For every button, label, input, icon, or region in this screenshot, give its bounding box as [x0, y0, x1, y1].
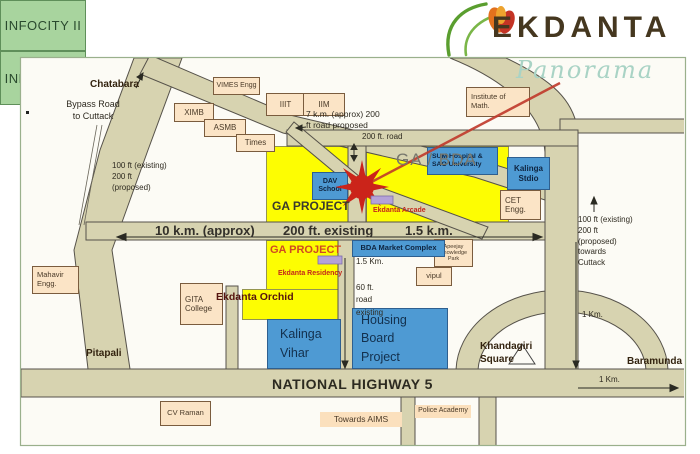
brand-title: EKDANTA: [492, 11, 672, 44]
box-iiit: IIIT: [266, 93, 305, 116]
kalinga-studio-label: Kalinga Stdio: [514, 164, 543, 183]
label-1km-horizontal: 1 Km.: [599, 375, 620, 384]
label-distance-200ft: 200 ft. existing: [283, 223, 374, 238]
box-kalinga-vihar: Kalinga Vihar: [267, 319, 341, 369]
label-right-road-note: 100 ft (existing) 200 ft (proposed) towa…: [578, 215, 633, 268]
label-ga-bda: GA / BDA: [396, 150, 477, 169]
box-bda-market-complex: BDA Market Complex: [352, 240, 445, 257]
label-ekdanta-residency: Ekdanta Residency: [278, 270, 343, 277]
box-kalinga-studio: Kalinga Stdio: [507, 157, 550, 190]
vipul-label: vipul: [426, 271, 442, 281]
label-200ft-road: 200 ft. road: [362, 132, 403, 141]
label-nh5: NATIONAL HIGHWAY 5: [272, 376, 433, 392]
box-institute-of-math: Institute of Math.: [466, 87, 530, 117]
iim-label: IIM: [318, 99, 330, 109]
label-ga-project-upper: GA PROJECT: [272, 199, 350, 213]
label-baramunda: Baramunda: [627, 356, 683, 367]
label-bypass-road: Bypass Road to Cuttack: [66, 99, 120, 122]
box-dav-school: DAV School: [312, 172, 348, 200]
label-pitapali: Pitapali: [86, 348, 122, 359]
bda-market-label: BDA Market Complex: [360, 243, 437, 253]
label-60ft-road-note: 1.5 Km. 60 ft. road existing: [356, 257, 384, 318]
label-khandagiri-square: Khandagiri Square: [480, 341, 533, 365]
box-vipul: vipul: [416, 267, 452, 286]
label-chatabara: Chatabara: [90, 79, 139, 90]
label-left-road-note: 100 ft (existing) 200 ft (proposed): [112, 161, 167, 192]
label-ga-project-lower: GA PROJECT: [270, 244, 342, 256]
box-police-academy: Police Academy: [415, 405, 471, 418]
institute-of-math-label: Institute of Math.: [471, 92, 506, 110]
box-cv-raman: CV Raman: [160, 401, 211, 426]
kalinga-vihar-label: Kalinga Vihar: [280, 327, 322, 360]
box-mahavir-engg: Mahavir Engg.: [32, 266, 79, 294]
dav-school-label: DAV School: [318, 177, 342, 193]
label-ekdanta-orchid: Ekdanta Orchid: [216, 291, 294, 303]
ximb-label: XIMB: [184, 107, 204, 117]
iiit-label: IIIT: [279, 99, 292, 109]
label-1km-vertical: 1 Km.: [582, 310, 603, 319]
vimes-engg-label: VIMES Engg: [216, 81, 257, 89]
label-distance-1-5km: 1.5 k.m.: [405, 223, 453, 238]
cet-engg-label: CET Engg.: [505, 195, 526, 214]
gita-college-label: GITA College: [185, 294, 213, 313]
box-cet-engg: CET Engg.: [500, 190, 541, 220]
infocity-upper-label: INFOCITY II: [4, 18, 82, 33]
asmb-label: ASMB: [213, 123, 237, 133]
label-proposed-road-note: 7 k.m. (approx) 200 ft road proposed: [306, 109, 380, 131]
box-towards-aims: Towards AIMS: [320, 412, 402, 427]
brand-subtitle: Panorama: [516, 56, 655, 84]
infocity-upper-block: INFOCITY II: [0, 0, 86, 51]
times-label: Times: [244, 138, 267, 148]
cv-raman-label: CV Raman: [167, 408, 204, 418]
towards-aims-label: Towards AIMS: [333, 413, 389, 424]
box-vimes-engg: VIMES Engg: [213, 77, 260, 95]
police-academy-label: Police Academy: [418, 407, 468, 415]
label-distance-10km: 10 k.m. (approx): [155, 223, 255, 238]
box-times: Times: [236, 134, 275, 152]
mahavir-engg-label: Mahavir Engg.: [37, 270, 64, 288]
label-ekdanta-arcade: Ekdanta Arcade: [373, 207, 426, 214]
